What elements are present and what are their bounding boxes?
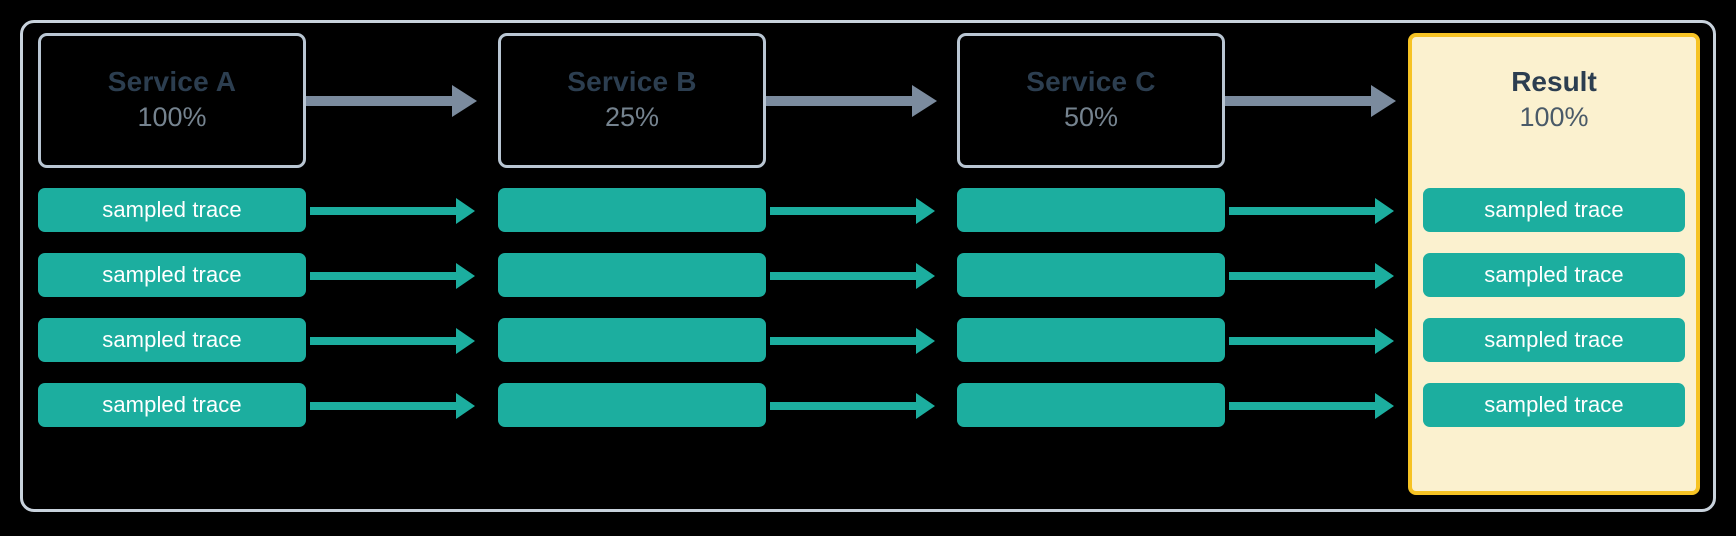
trace-bar-service-b-row-4[interactable] bbox=[498, 383, 766, 427]
trace-bar-service-a-row-3[interactable]: sampled trace bbox=[38, 318, 306, 362]
trace-bar-result-row-3[interactable]: sampled trace bbox=[1423, 318, 1685, 362]
trace-bar-service-a-row-1[interactable]: sampled trace bbox=[38, 188, 306, 232]
trace-bar-service-a-row-4[interactable]: sampled trace bbox=[38, 383, 306, 427]
trace-label: sampled trace bbox=[1484, 262, 1624, 287]
service-b-percent: 25% bbox=[604, 102, 660, 133]
trace-bar-result-row-4[interactable]: sampled trace bbox=[1423, 383, 1685, 427]
trace-bar-result-row-2[interactable]: sampled trace bbox=[1423, 253, 1685, 297]
trace-bar-result-row-1[interactable]: sampled trace bbox=[1423, 188, 1685, 232]
arrow-row-3-c-to-result-icon bbox=[1229, 326, 1395, 356]
arrow-row-3-b-to-c-icon bbox=[770, 326, 936, 356]
trace-bar-service-c-row-4[interactable] bbox=[957, 383, 1225, 427]
trace-label: sampled trace bbox=[102, 327, 242, 352]
service-c-percent: 50% bbox=[1063, 102, 1119, 133]
trace-label: sampled trace bbox=[1484, 197, 1624, 222]
trace-label: sampled trace bbox=[102, 392, 242, 417]
arrow-row-2-c-to-result-icon bbox=[1229, 261, 1395, 291]
arrow-row-2-b-to-c-icon bbox=[770, 261, 936, 291]
service-box-service-c[interactable]: Service C 50% bbox=[957, 33, 1225, 168]
arrow-row-4-a-to-b-icon bbox=[310, 391, 476, 421]
trace-label: sampled trace bbox=[102, 197, 242, 222]
trace-label: sampled trace bbox=[1484, 327, 1624, 352]
arrow-row-4-b-to-c-icon bbox=[770, 391, 936, 421]
arrow-row-4-c-to-result-icon bbox=[1229, 391, 1395, 421]
service-c-title: Service C bbox=[1026, 66, 1156, 98]
arrow-row-1-c-to-result-icon bbox=[1229, 196, 1395, 226]
trace-label: sampled trace bbox=[1484, 392, 1624, 417]
trace-bar-service-b-row-1[interactable] bbox=[498, 188, 766, 232]
arrow-a-to-b-icon bbox=[306, 82, 478, 120]
diagram-outer-frame bbox=[20, 20, 1716, 512]
arrow-row-1-b-to-c-icon bbox=[770, 196, 936, 226]
trace-label: sampled trace bbox=[102, 262, 242, 287]
arrow-row-1-a-to-b-icon bbox=[310, 196, 476, 226]
service-b-title: Service B bbox=[567, 66, 697, 98]
arrow-c-to-result-icon bbox=[1225, 82, 1397, 120]
trace-bar-service-c-row-1[interactable] bbox=[957, 188, 1225, 232]
trace-bar-service-b-row-2[interactable] bbox=[498, 253, 766, 297]
service-a-percent: 100% bbox=[137, 102, 207, 133]
service-box-service-b[interactable]: Service B 25% bbox=[498, 33, 766, 168]
service-a-title: Service A bbox=[107, 66, 237, 98]
trace-bar-service-c-row-2[interactable] bbox=[957, 253, 1225, 297]
service-box-service-a[interactable]: Service A 100% bbox=[38, 33, 306, 168]
trace-bar-service-b-row-3[interactable] bbox=[498, 318, 766, 362]
arrow-b-to-c-icon bbox=[766, 82, 938, 120]
arrow-row-3-a-to-b-icon bbox=[310, 326, 476, 356]
trace-bar-service-a-row-2[interactable]: sampled trace bbox=[38, 253, 306, 297]
trace-bar-service-c-row-3[interactable] bbox=[957, 318, 1225, 362]
arrow-row-2-a-to-b-icon bbox=[310, 261, 476, 291]
